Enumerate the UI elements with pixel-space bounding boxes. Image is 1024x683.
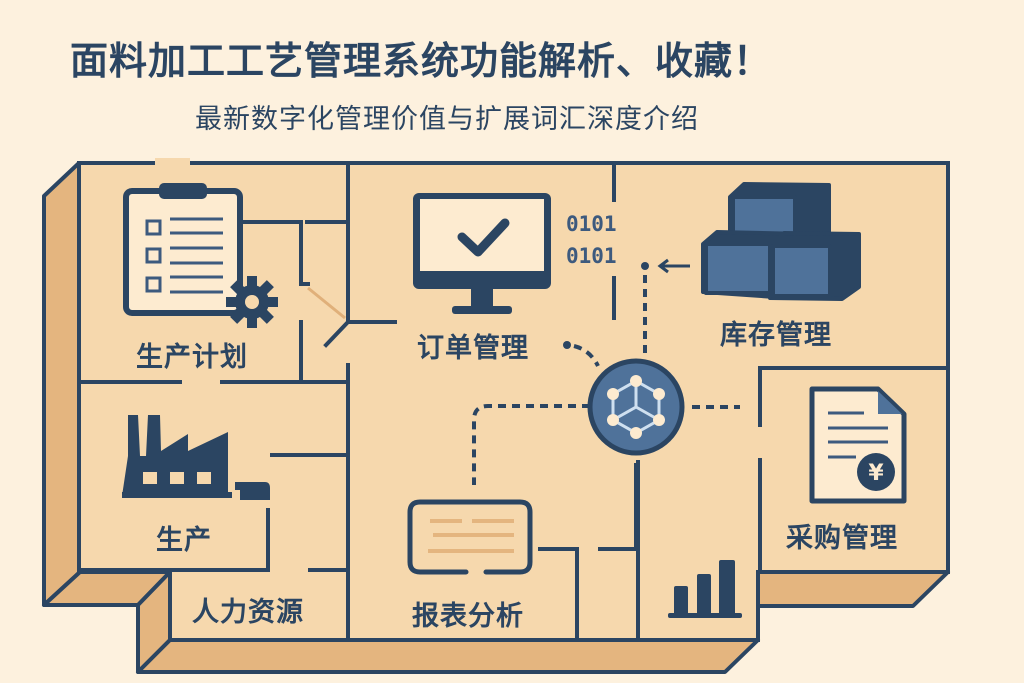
module-human-resources[interactable]: 人力资源 xyxy=(192,597,304,628)
interior-walls xyxy=(78,163,950,642)
module-inventory-management[interactable]: 库存管理 xyxy=(720,320,832,351)
page-title: 面料加工工艺管理系统功能解析、收藏！ xyxy=(70,39,773,83)
clipboard-gear-icon xyxy=(123,183,278,328)
module-order-management[interactable]: 订单管理 xyxy=(417,333,529,364)
monitor-check-icon xyxy=(413,193,551,314)
stacked-boxes-icon xyxy=(701,182,861,301)
page-subtitle: 最新数字化管理价值与扩展词汇深度介绍 xyxy=(195,104,699,135)
factory-icon xyxy=(122,415,270,500)
module-report-analysis[interactable]: 报表分析 xyxy=(412,601,524,632)
invoice-yen-icon: ¥ xyxy=(809,386,907,504)
network-hub-icon xyxy=(587,358,685,456)
svg-text:¥: ¥ xyxy=(868,461,884,486)
connector-lines xyxy=(472,275,740,485)
report-card-icon xyxy=(407,499,533,575)
module-procurement-management[interactable]: 采购管理 xyxy=(786,523,898,554)
binary-text: 0101 0101 xyxy=(566,212,617,268)
module-production-plan[interactable]: 生产计划 xyxy=(136,342,248,373)
module-production[interactable]: 生产 xyxy=(156,525,212,556)
bar-chart-icon xyxy=(668,560,742,618)
